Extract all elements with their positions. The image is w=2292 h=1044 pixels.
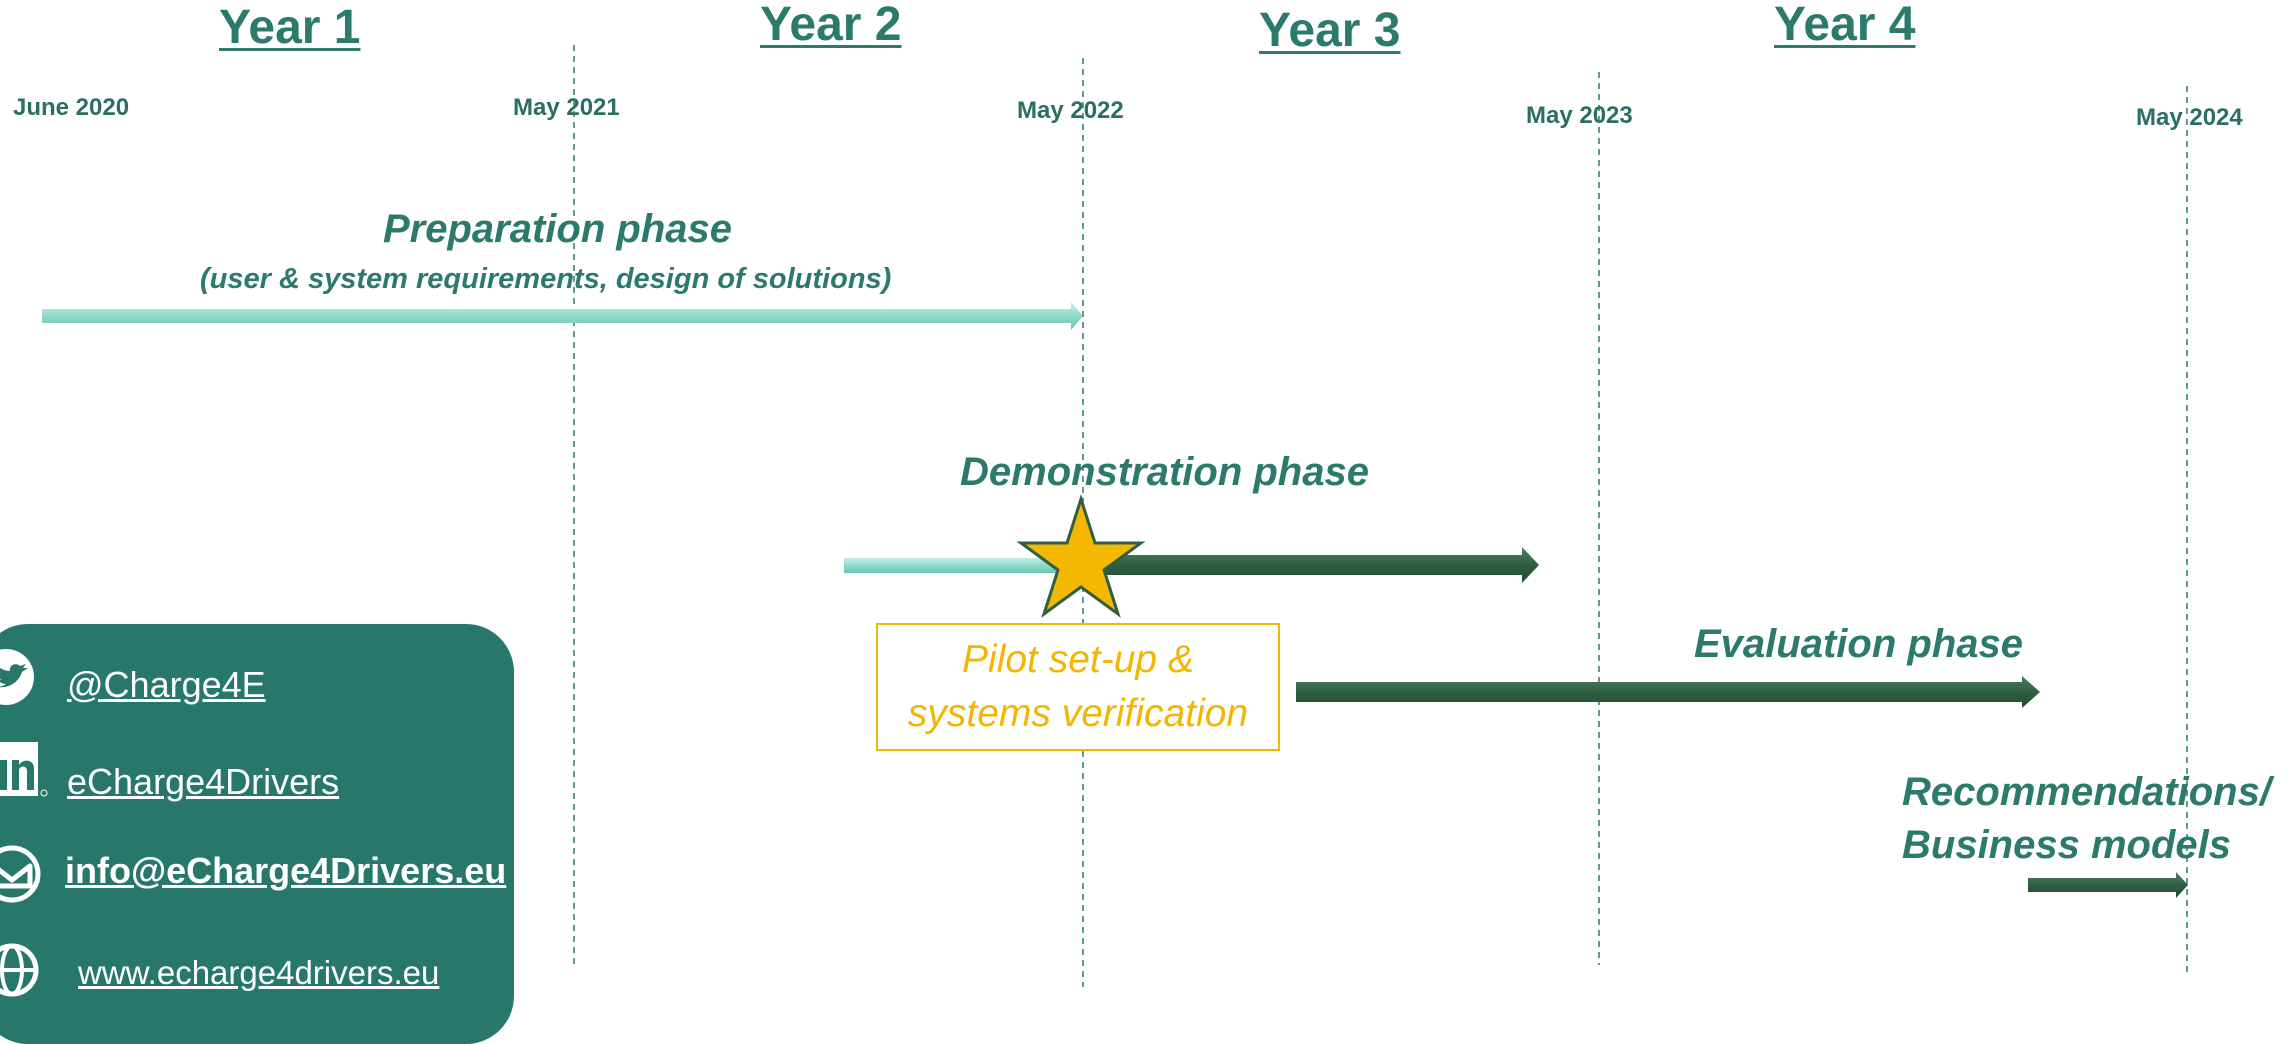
milestone-star-icon [1016,494,1146,618]
website-link[interactable]: www.echarge4drivers.eu [78,954,440,991]
pilot-setup-box: Pilot set-up & systems verification [876,623,1280,751]
linkedin-icon[interactable] [0,738,52,802]
milestone-may-2023: May 2023 [1526,102,1633,129]
pilot-setup-line-2: systems verification [907,692,1249,735]
globe-icon[interactable] [0,940,48,1000]
pilot-setup-line-1: Pilot set-up & [962,638,1194,681]
year-2-heading: Year 2 [760,0,902,51]
preparation-phase-subtitle: (user & system requirements, design of s… [200,263,892,295]
recommendations-label: Recommendations/ Business models [1902,766,2271,872]
recommendations-line-2: Business models [1902,823,2232,867]
timeline-diagram [42,45,2188,987]
evaluation-phase-arrow [1296,676,2040,708]
email-link[interactable]: info@eCharge4Drivers.eu [65,850,507,891]
contact-panel [0,624,514,1044]
evaluation-phase-title: Evaluation phase [1694,622,2023,666]
linkedin-page-link[interactable]: eCharge4Drivers [67,761,340,802]
milestone-may-2024: May 2024 [2136,104,2243,131]
demonstration-light-segment [844,558,1084,573]
demonstration-phase-arrow [1084,547,1539,583]
milestone-may-2021: May 2021 [513,94,620,121]
recommendations-line-1: Recommendations/ [1902,770,2271,814]
year-3-heading: Year 3 [1259,4,1401,57]
year-1-heading: Year 1 [219,1,361,54]
preparation-phase-arrow [42,302,1083,330]
twitter-handle-link[interactable]: @Charge4E [67,664,266,705]
recommendations-arrow [2028,872,2188,898]
twitter-icon[interactable] [0,646,44,708]
demonstration-phase-title: Demonstration phase [960,450,1369,494]
milestone-may-2022: May 2022 [1017,97,1124,124]
year-4-heading: Year 4 [1774,0,1916,51]
milestone-june-2020: June 2020 [13,94,130,121]
email-icon[interactable] [0,836,46,912]
preparation-phase-title: Preparation phase [383,207,733,251]
